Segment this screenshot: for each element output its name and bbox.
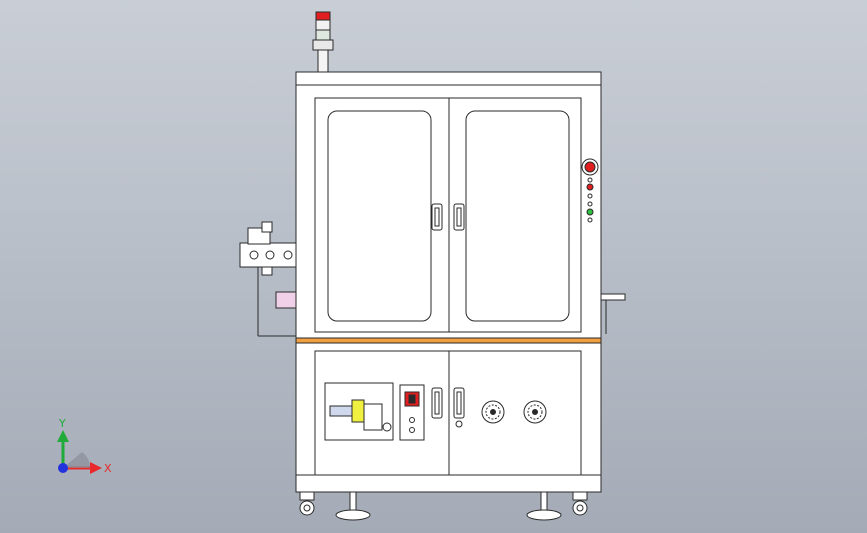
filter-inlet	[329, 405, 353, 417]
caster-left	[299, 491, 315, 516]
power-switch-panel	[399, 384, 425, 441]
base-frame	[295, 474, 602, 493]
leveling-foot-right	[526, 491, 562, 521]
signal-tower-base	[312, 39, 334, 51]
green-indicator	[586, 208, 594, 216]
machine-drawing	[239, 11, 626, 521]
x-axis-label: X	[104, 462, 112, 475]
caster-right	[572, 491, 588, 516]
emergency-stop-button	[584, 161, 596, 173]
cooling-fan-left	[481, 400, 505, 424]
red-indicator	[586, 183, 594, 191]
signal-light-lower	[315, 29, 331, 41]
z-axis-dot	[58, 463, 68, 473]
filter-regulator	[351, 399, 365, 423]
left-side-mechanism	[239, 221, 297, 337]
leveling-foot-left	[335, 491, 371, 521]
coordinate-triad: Y X	[57, 417, 112, 475]
accent-strip	[295, 337, 602, 344]
filter-gauge	[382, 422, 392, 432]
y-axis-label: Y	[58, 417, 66, 430]
signal-light-red	[315, 11, 331, 21]
filter-bowl	[363, 403, 383, 431]
signal-tower-pole	[317, 49, 329, 73]
signal-light-middle	[315, 19, 331, 31]
right-door-window	[465, 110, 570, 322]
signal-tower	[312, 11, 334, 73]
right-side-bracket	[600, 293, 626, 334]
pink-sensor	[275, 291, 297, 309]
air-filter-panel	[324, 382, 394, 441]
cooling-fan-right	[523, 400, 547, 424]
side-control-panel	[581, 158, 599, 223]
left-door-window	[327, 110, 432, 322]
